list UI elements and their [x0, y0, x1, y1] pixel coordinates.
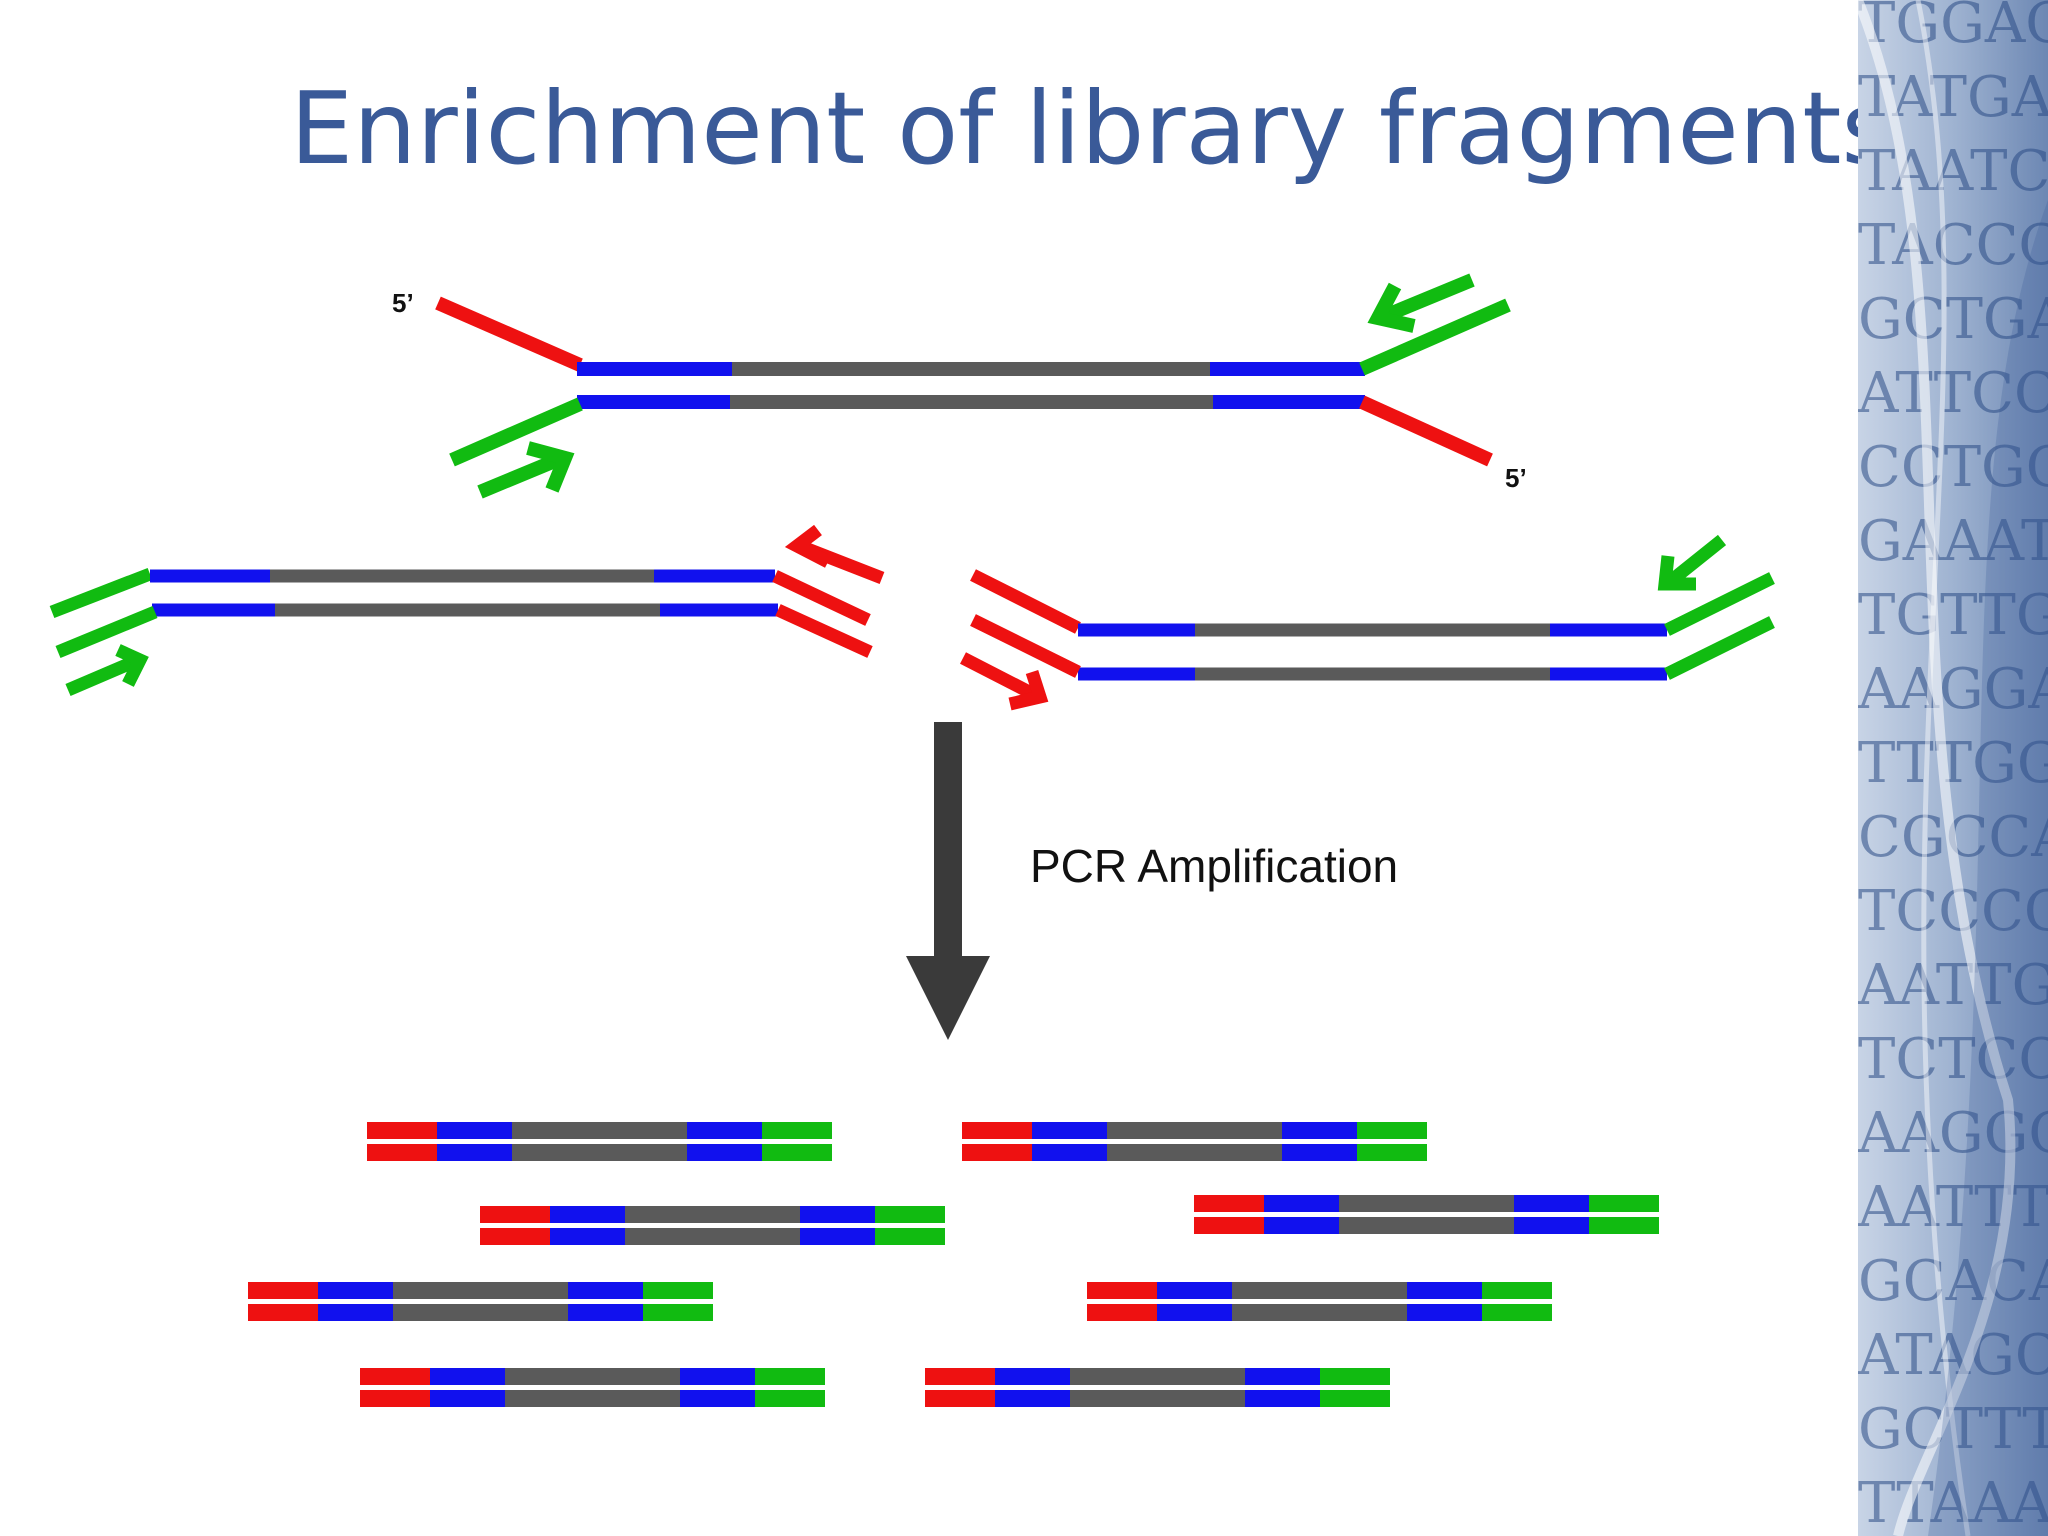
adapter-ligated-fragment: 5’ 5’	[392, 273, 1527, 499]
amplified-product	[1087, 1282, 1552, 1321]
sequence-row: TTAAA	[1858, 1471, 2048, 1536]
sequence-row: AATTGC	[1858, 953, 2048, 1018]
sequence-row: TGGAGA	[1858, 0, 2048, 56]
primer-arrow-bottom-left	[477, 451, 565, 499]
sequence-row: TACCCCT	[1858, 213, 2048, 278]
bottom-right-red-arm	[1359, 395, 1493, 467]
sequence-row: TAATCTC	[1858, 139, 2048, 204]
sequence-row: CCTGGGAA	[1858, 435, 2048, 500]
pcr-diagram: 5’ 5’	[49, 273, 1775, 1407]
sequence-row: ATAGCA	[1858, 1323, 2048, 1388]
top-left-red-arm	[435, 296, 583, 372]
sidebar-graphic: TGGAGATATGAAGCTAATCTCTACCCCTGCTGAAAGATTC…	[1858, 0, 2048, 1536]
amplified-product	[1194, 1195, 1659, 1234]
right-primed-fragment	[960, 534, 1775, 711]
amplified-product	[367, 1122, 832, 1161]
sequence-row: AAGGAG	[1858, 657, 2048, 722]
decorative-dna-sidebar: TGGAGATATGAAGCTAATCTCTACCCCTGCTGAAAGATTC…	[1858, 0, 2048, 1536]
primer-arrow-head-bottom-left	[526, 441, 575, 493]
primer-arrow-right-green	[1667, 534, 1727, 586]
slide-title: Enrichment of library fragments	[290, 70, 1894, 187]
five-prime-label-top: 5’	[392, 288, 414, 318]
sequence-row: GAAATTA	[1858, 509, 2048, 574]
five-prime-label-bottom: 5’	[1505, 463, 1527, 493]
primer-arrow-right-red	[960, 652, 1038, 701]
left-primed-fragment	[49, 524, 885, 696]
top-right-green-arm	[1359, 298, 1511, 376]
sequence-row: GCTGAAAG	[1858, 287, 2048, 352]
pcr-amplification-label: PCR Amplification	[1030, 840, 1398, 892]
sequence-row: TCCCGC	[1858, 879, 2048, 944]
primer-arrow-left-green	[65, 654, 141, 696]
sequence-row: AATTTGA	[1858, 1175, 2048, 1240]
bottom-left-green-arm	[449, 397, 583, 467]
amplified-product	[248, 1282, 713, 1321]
sequence-row: AAGGCT	[1858, 1101, 2048, 1166]
sequence-row: GCACAA	[1858, 1249, 2048, 1314]
amplified-product	[925, 1368, 1390, 1407]
primer-arrow-top-right	[1377, 273, 1475, 325]
amplified-product	[360, 1368, 825, 1407]
sequence-row: TTTGGG	[1858, 731, 2048, 796]
amplified-product	[962, 1122, 1427, 1161]
pcr-down-arrow	[906, 722, 990, 1040]
amplified-products	[248, 1122, 1659, 1407]
primer-arrow-head-top-right	[1367, 282, 1416, 333]
amplified-product	[480, 1206, 945, 1245]
